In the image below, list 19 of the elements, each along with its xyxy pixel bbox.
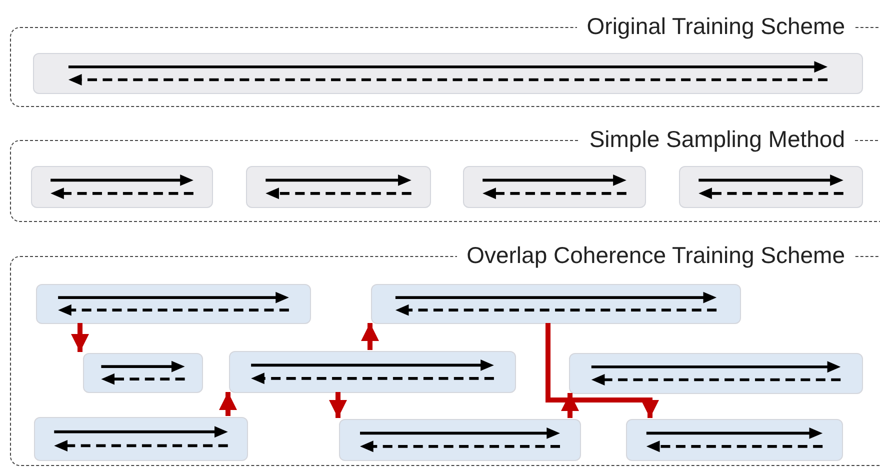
segment-box xyxy=(31,166,213,208)
segment-box xyxy=(463,166,646,208)
segment-box xyxy=(34,417,248,461)
segment-box xyxy=(83,353,203,393)
arrow xyxy=(361,323,379,350)
arrow xyxy=(561,393,579,418)
arrow xyxy=(219,392,237,416)
segment-box xyxy=(626,419,843,461)
segment-box xyxy=(33,53,863,94)
arrow xyxy=(546,323,659,418)
arrow xyxy=(329,392,347,418)
segment-box xyxy=(339,419,581,461)
arrow xyxy=(71,323,89,352)
segment-box xyxy=(36,284,311,324)
segment-box xyxy=(679,166,863,208)
segment-box xyxy=(569,353,863,394)
segment-box xyxy=(246,166,431,208)
segment-box xyxy=(229,351,516,393)
segment-box xyxy=(371,284,741,324)
